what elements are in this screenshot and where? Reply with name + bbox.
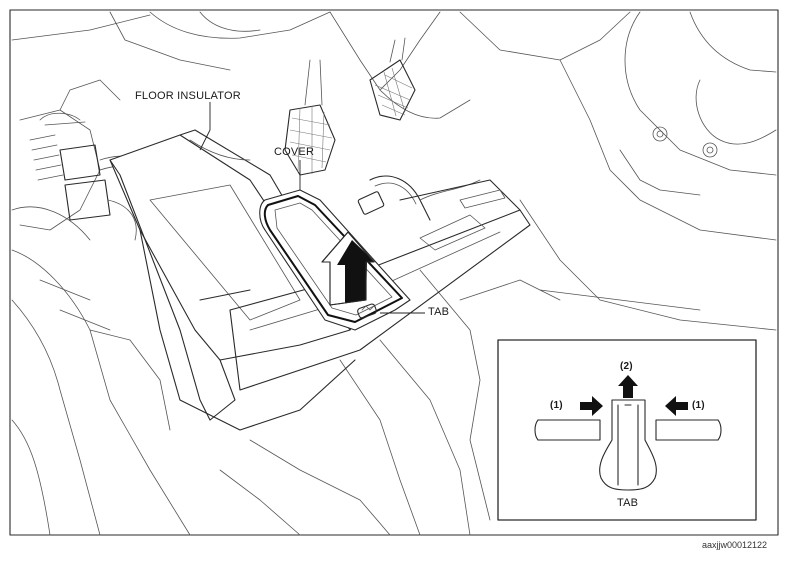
pedals bbox=[284, 37, 416, 176]
vehicle-structure bbox=[11, 11, 777, 536]
tab-detail-inset bbox=[497, 339, 757, 521]
figure-id: aaxjjw00012122 bbox=[702, 540, 768, 550]
arrow-1-right bbox=[665, 396, 688, 416]
inset-step-2-label: (2) bbox=[620, 361, 633, 372]
wire-harness bbox=[357, 175, 481, 221]
figure-frame bbox=[9, 9, 779, 536]
cover-label: COVER bbox=[274, 146, 315, 158]
floor-insulator-leader bbox=[199, 102, 211, 151]
inset-step-1-left-label: (1) bbox=[550, 400, 563, 411]
inset-step-1-right-label: (1) bbox=[692, 400, 705, 411]
tab-label: TAB bbox=[428, 306, 450, 318]
arrow-2-up bbox=[618, 375, 638, 398]
floor-insulator-label: FLOOR INSULATOR bbox=[135, 90, 241, 102]
removal-arrow bbox=[321, 231, 375, 306]
inset-tab-label: TAB bbox=[617, 497, 639, 509]
arrow-1-left bbox=[580, 396, 603, 416]
